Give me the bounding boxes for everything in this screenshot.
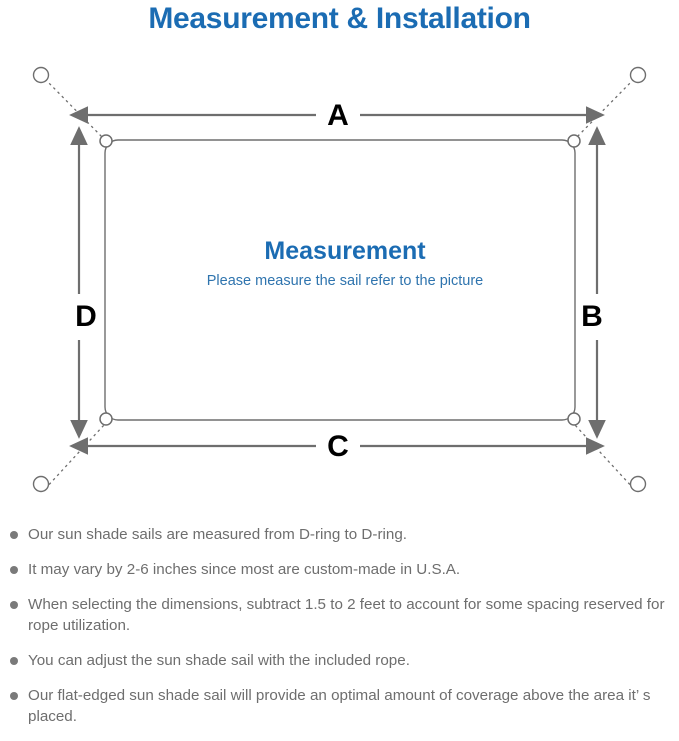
list-item: You can adjust the sun shade sail with t… bbox=[0, 650, 679, 671]
d-rings bbox=[99, 134, 581, 426]
rope-top-right bbox=[574, 78, 635, 140]
list-item-text: Our flat-edged sun shade sail will provi… bbox=[28, 687, 651, 725]
bullet-icon bbox=[10, 531, 18, 539]
page-title: Measurement & Installation bbox=[148, 2, 531, 35]
d-ring-top-right bbox=[567, 134, 581, 148]
anchor-point-top-left bbox=[32, 66, 50, 84]
measurement-heading: Measurement bbox=[264, 237, 426, 265]
list-item: When selecting the dimensions, subtract … bbox=[0, 594, 679, 636]
sail-outline bbox=[104, 139, 576, 421]
dimension-label-d: D bbox=[75, 300, 97, 333]
bullet-icon bbox=[10, 566, 18, 574]
bullet-icon bbox=[10, 657, 18, 665]
bullet-icon bbox=[10, 601, 18, 609]
list-item-text: You can adjust the sun shade sail with t… bbox=[28, 652, 410, 669]
list-item-text: Our sun shade sails are measured from D-… bbox=[28, 526, 407, 543]
anchor-point-bottom-right bbox=[629, 475, 647, 493]
rope-bottom-left bbox=[44, 424, 105, 490]
bullet-icon bbox=[10, 692, 18, 700]
list-item: Our flat-edged sun shade sail will provi… bbox=[0, 685, 679, 727]
list-item: Our sun shade sails are measured from D-… bbox=[0, 524, 679, 545]
sail-center-caption: Measurement Please measure the sail refe… bbox=[120, 236, 570, 290]
anchor-point-bottom-left bbox=[32, 475, 50, 493]
anchor-point-top-right bbox=[629, 66, 647, 84]
rope-top-left bbox=[44, 78, 105, 140]
rope-bottom-right bbox=[574, 424, 635, 490]
anchor-points bbox=[32, 66, 647, 493]
list-item: It may vary by 2-6 inches since most are… bbox=[0, 559, 679, 580]
sail-diagram-svg bbox=[32, 66, 647, 493]
list-item-text: It may vary by 2-6 inches since most are… bbox=[28, 561, 461, 578]
measurement-diagram: A B C D Measurement Please measure the s… bbox=[0, 44, 679, 514]
d-ring-top-left bbox=[99, 134, 113, 148]
dimension-label-a: A bbox=[327, 99, 349, 132]
dimension-label-c: C bbox=[327, 430, 349, 463]
notes-list: Our sun shade sails are measured from D-… bbox=[0, 524, 679, 741]
measurement-subtitle: Please measure the sail refer to the pic… bbox=[206, 273, 484, 289]
d-ring-bottom-left bbox=[99, 412, 113, 426]
dimension-label-b: B bbox=[581, 300, 603, 333]
d-ring-bottom-right bbox=[567, 412, 581, 426]
list-item-text: When selecting the dimensions, subtract … bbox=[28, 596, 665, 634]
